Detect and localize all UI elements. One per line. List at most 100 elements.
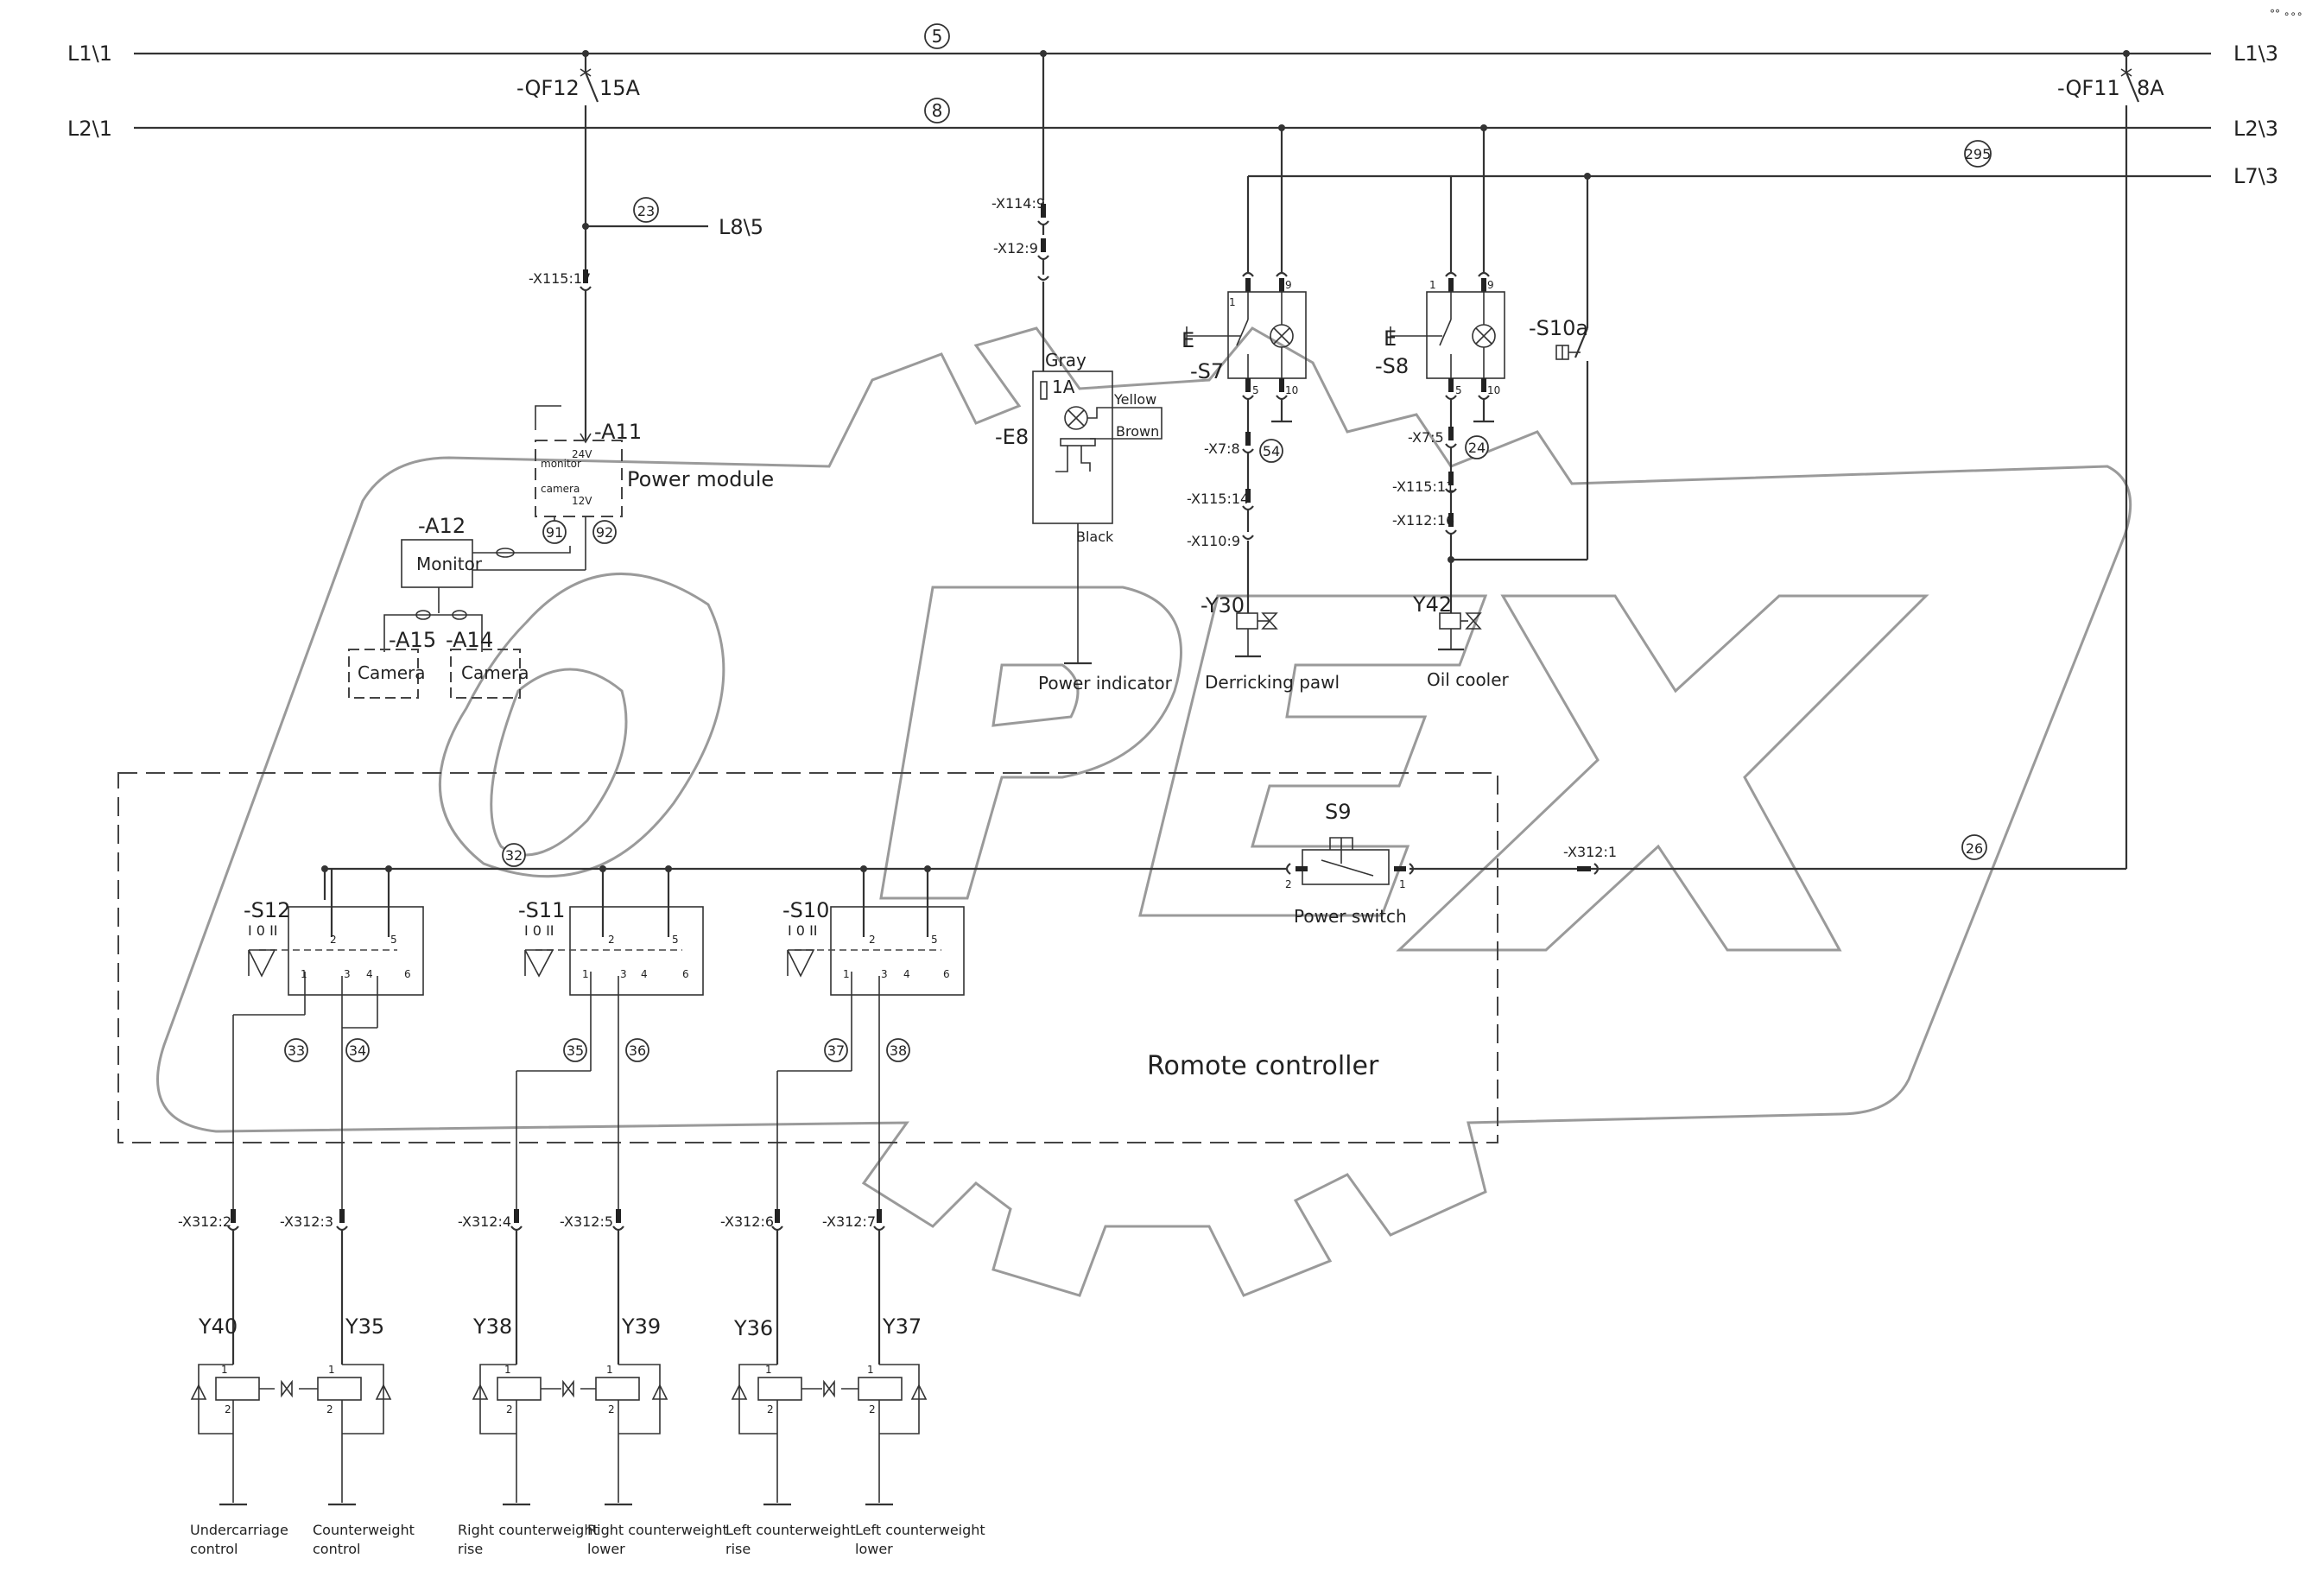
remote-controller-label: Romote controller <box>1147 1051 1379 1081</box>
connector-x312-1-mark <box>1577 863 1600 875</box>
s7-t1: 1 <box>1229 296 1236 308</box>
y40-p2: 2 <box>225 1403 231 1416</box>
label-l8: L8\5 <box>719 215 763 239</box>
y36-p2: 2 <box>767 1403 774 1416</box>
y35-p2: 2 <box>326 1403 333 1416</box>
corner-mark: °° ∘∘∘ <box>2270 8 2303 20</box>
s10-ref: -S10 <box>782 898 829 922</box>
y39-label-line1: Right counterweight <box>587 1522 728 1538</box>
connector-x12-9: -X12:9 <box>993 240 1038 256</box>
svg-text:32: 32 <box>505 847 523 864</box>
power-switch-s9 <box>325 837 1415 885</box>
wire-number-295: 295 <box>1964 140 1992 168</box>
y42-ref: Y42 <box>1412 592 1452 617</box>
svg-text:26: 26 <box>1966 840 1983 857</box>
wire-number-92: 92 <box>592 520 617 544</box>
svg-text:24: 24 <box>1468 440 1486 456</box>
s10-t6: 6 <box>943 968 950 980</box>
s10-positions: I 0 II <box>788 922 818 939</box>
s10-t4: 4 <box>903 968 910 980</box>
y36-ref: Y36 <box>733 1316 773 1340</box>
s12-t1: 1 <box>301 968 307 980</box>
s12-t6: 6 <box>404 968 411 980</box>
y36-label-line2: rise <box>725 1541 751 1557</box>
label-l7-right: L7\3 <box>2233 164 2278 188</box>
s9-label: Power switch <box>1294 906 1407 927</box>
e8-ref: -E8 <box>995 425 1029 449</box>
joystick-s12 <box>232 865 424 1209</box>
s11-positions: I 0 II <box>524 922 554 939</box>
branch-s7 <box>1186 124 1307 658</box>
s7-t10: 10 <box>1285 384 1298 396</box>
y38-p1: 1 <box>504 1364 511 1376</box>
connector-x312-5: -X312:5 <box>560 1213 613 1230</box>
camera-a15-box <box>348 649 419 699</box>
y37-label-line2: lower <box>855 1541 893 1557</box>
s11-t5: 5 <box>672 934 679 946</box>
wire-number-34: 34 <box>345 1038 370 1062</box>
bus-lines <box>134 52 2211 228</box>
svg-text:8: 8 <box>932 100 943 121</box>
solenoid-pair-y38-y39 <box>472 1364 668 1506</box>
wire-number-5: 5 <box>924 23 950 49</box>
y38-label-line2: rise <box>458 1541 483 1557</box>
switch-s10a <box>1555 173 1591 560</box>
s8-t1: 1 <box>1429 279 1436 291</box>
s10-t2: 2 <box>869 934 876 946</box>
label-l2-right: L2\3 <box>2233 117 2278 141</box>
e8-wire-brown: Brown <box>1116 423 1159 440</box>
s11-t6: 6 <box>682 968 689 980</box>
s12-ref: -S12 <box>244 898 290 922</box>
power-module-12v: 12V <box>572 495 592 507</box>
s8-t9: 9 <box>1487 279 1494 291</box>
wire-number-32: 32 <box>502 843 526 867</box>
branch-qf11 <box>1410 50 2140 871</box>
s12-t4: 4 <box>366 968 373 980</box>
svg-text:295: 295 <box>1965 146 1992 162</box>
s12-positions: I 0 II <box>248 922 278 939</box>
y38-label-line1: Right counterweight <box>458 1522 599 1538</box>
y40-label-line1: Undercarriage <box>190 1522 288 1538</box>
s11-t3: 3 <box>620 968 627 980</box>
branch-e8 <box>1032 50 1163 665</box>
s8-ref: -S8 <box>1375 354 1409 378</box>
camera-a15-ref: -A15 <box>389 628 436 652</box>
s11-t4: 4 <box>641 968 648 980</box>
power-module-monitor-tag: monitor <box>541 458 581 470</box>
connector-x114-9: -X114:9 <box>991 195 1045 212</box>
s10-t5: 5 <box>931 934 938 946</box>
y40-ref: Y40 <box>198 1314 238 1339</box>
y38-ref: Y38 <box>472 1314 512 1339</box>
wire-number-33: 33 <box>284 1038 308 1062</box>
qf11-rating: 8A <box>2137 76 2164 100</box>
y35-ref: Y35 <box>345 1314 384 1339</box>
s8-t10: 10 <box>1487 384 1500 396</box>
wire-number-35: 35 <box>563 1038 587 1062</box>
y36-p1: 1 <box>765 1364 772 1376</box>
wire-number-54: 54 <box>1259 439 1283 463</box>
y30-label: Derricking pawl <box>1205 672 1340 693</box>
branch-s8 <box>1390 124 1587 651</box>
y37-ref: Y37 <box>882 1314 922 1339</box>
wire-number-8: 8 <box>924 98 950 124</box>
y38-p2: 2 <box>506 1403 513 1416</box>
monitor-box <box>383 539 586 652</box>
connector-x312-4: -X312:4 <box>458 1213 511 1230</box>
joystick-s11 <box>516 865 704 1209</box>
s10a-ref: -S10a <box>1529 316 1588 340</box>
y30-ref: -Y30 <box>1201 593 1245 618</box>
y35-label-line1: Counterweight <box>313 1522 415 1538</box>
wire-number-37: 37 <box>824 1038 848 1062</box>
svg-text:37: 37 <box>827 1042 845 1059</box>
qf12-rating: 15A <box>599 76 641 100</box>
connector-x115-17: -X115:17 <box>529 270 591 287</box>
camera-a15-label: Camera <box>358 662 426 683</box>
output-connectors <box>227 1209 885 1365</box>
s12-t3: 3 <box>344 968 351 980</box>
label-l2-left: L2\1 <box>67 117 112 141</box>
connector-x312-3: -X312:3 <box>280 1213 333 1230</box>
connector-x115-11: -X115:11 <box>1392 478 1454 495</box>
connector-x110-9: -X110:9 <box>1187 533 1240 549</box>
power-module-label: Power module <box>627 467 774 491</box>
